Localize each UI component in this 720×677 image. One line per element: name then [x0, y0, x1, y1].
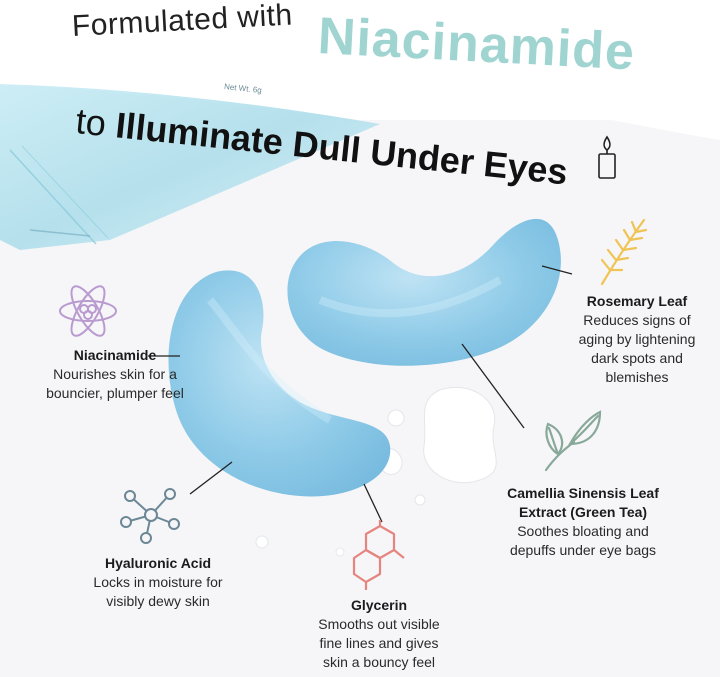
callout-glycerin: Glycerin Smooths out visible fine lines … [284, 596, 474, 672]
callout-title: Glycerin [350, 597, 408, 613]
leaf-icon [544, 410, 602, 472]
callout-description: Smooths out visible fine lines and gives… [318, 616, 440, 670]
candle-icon [598, 135, 616, 179]
callout-rosemary: Rosemary Leaf Reduces signs of aging by … [554, 292, 720, 387]
callout-title: Niacinamide [73, 347, 157, 363]
header-wave [0, 0, 720, 140]
right-eye-patch [287, 218, 561, 366]
molecule-icon [120, 488, 180, 544]
leader-lines [148, 265, 573, 523]
rosemary-sprig-icon [600, 218, 648, 286]
serum-splash [255, 386, 497, 557]
left-eye-patch [168, 270, 391, 497]
callout-hyaluronic: Hyaluronic Acid Locks in moisture for vi… [58, 554, 258, 611]
callout-title: Camellia Sinensis Leaf Extract (Green Te… [507, 485, 659, 520]
callout-description: Locks in moisture for visibly dewy skin [93, 574, 223, 609]
callout-niacinamide: Niacinamide Nourishes skin for a bouncie… [30, 346, 200, 403]
atom-icon [59, 285, 117, 337]
callout-description: Reduces signs of aging by lightening dar… [578, 312, 696, 385]
callout-camellia: Camellia Sinensis Leaf Extract (Green Te… [468, 484, 698, 560]
headline-prefix: to [73, 100, 109, 145]
hexagon-molecule-icon [352, 520, 405, 590]
callout-title: Rosemary Leaf [586, 293, 688, 309]
callout-description: Soothes bloating and depuffs under eye b… [509, 523, 657, 558]
callout-description: Nourishes skin for a bouncier, plumper f… [46, 366, 184, 401]
callout-title: Hyaluronic Acid [104, 555, 212, 571]
